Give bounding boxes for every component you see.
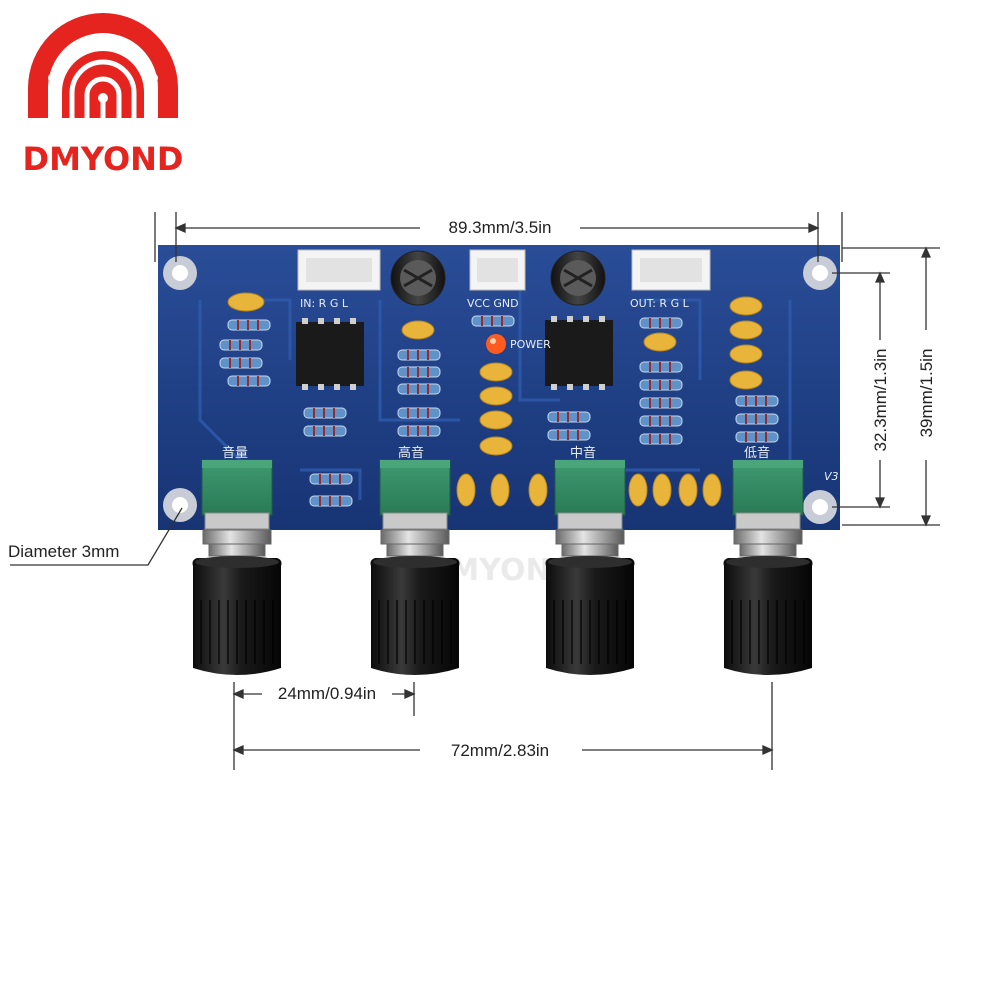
knob-treble xyxy=(370,459,460,675)
knob-label-mid: 中音 xyxy=(570,445,596,461)
dim-hole-spacing-label: 32.3mm/1.3in xyxy=(871,349,890,452)
mounting-holes xyxy=(163,256,837,524)
led-label: POWER xyxy=(510,338,551,351)
knob-label-treble: 高音 xyxy=(398,445,424,461)
ceramic-capacitors xyxy=(227,292,763,507)
connector-input: IN: R G L xyxy=(297,249,381,310)
dim-knob-pitch-label: 24mm/0.94in xyxy=(278,684,376,703)
dim-height-label: 39mm/1.5in xyxy=(917,349,936,438)
brand-name: DMYOND xyxy=(23,140,184,178)
electrolytic-capacitors xyxy=(390,250,606,306)
connector-power: VCC GND xyxy=(467,249,526,310)
power-label: VCC GND xyxy=(467,297,519,310)
knob-bass xyxy=(723,459,813,675)
knob-volume xyxy=(192,459,282,675)
ic-chips xyxy=(296,316,613,390)
knob-label-volume: 音量 xyxy=(222,445,248,461)
board-version: V3 xyxy=(824,470,839,483)
dim-width-label: 89.3mm/3.5in xyxy=(449,218,552,237)
connector-output: OUT: R G L xyxy=(630,249,711,310)
dim-diameter-label: Diameter 3mm xyxy=(8,542,119,561)
resistors xyxy=(219,315,779,507)
input-label: IN: R G L xyxy=(300,297,349,310)
output-label: OUT: R G L xyxy=(630,297,690,310)
knob-label-bass: 低音 xyxy=(744,445,770,461)
knobs xyxy=(192,459,813,675)
brand-logo: DMYOND xyxy=(23,13,184,178)
dim-knob-span-label: 72mm/2.83in xyxy=(451,741,549,760)
pcb-board: IN: R G L VCC GND OUT: R G L xyxy=(158,245,840,530)
dimension-lines xyxy=(10,212,940,770)
knob-mid xyxy=(545,459,635,675)
power-led: POWER xyxy=(486,334,551,354)
